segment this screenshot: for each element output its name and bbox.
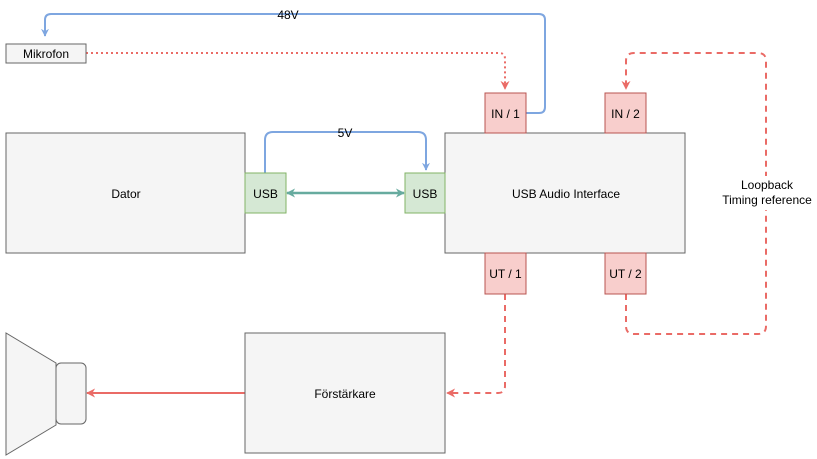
audio-interface-node: USB Audio Interface [444,132,686,254]
speaker-icon [5,332,87,456]
phantom-power-label: 48V [277,8,298,22]
microphone-label: Mikrofon [23,47,69,61]
output-1-label: UT / 1 [489,267,522,281]
input-2-port: IN / 2 [604,92,647,134]
usb-power-connector [264,131,430,173]
interface-usb-label: USB [413,187,438,201]
amplifier-label: Förstärkare [314,387,376,401]
computer-usb-label: USB [253,187,278,201]
computer-label: Dator [111,187,140,201]
input-2-label: IN / 2 [611,107,640,121]
computer-node: Dator [5,132,246,254]
loopback-label-line2: Timing reference [722,193,812,207]
audio-interface-label: USB Audio Interface [512,187,620,201]
input-1-label: IN / 1 [491,107,520,121]
output-2-port: UT / 2 [604,252,647,295]
loopback-label-line1: Loopback [741,178,794,192]
usb-power-label: 5V [338,126,353,140]
computer-usb-port: USB [244,172,287,214]
output-2-label: UT / 2 [609,267,642,281]
loopback-label-bg [716,176,816,210]
amplifier-node: Förstärkare [244,332,446,454]
input-1-port: IN / 1 [484,92,527,134]
mic-signal-connector [86,52,510,90]
output-1-port: UT / 1 [484,252,527,295]
interface-usb-port: USB [404,172,446,214]
microphone-node: Mikrofon [5,43,87,64]
output-to-amplifier-connector [446,294,506,398]
phantom-power-connector [41,13,546,114]
